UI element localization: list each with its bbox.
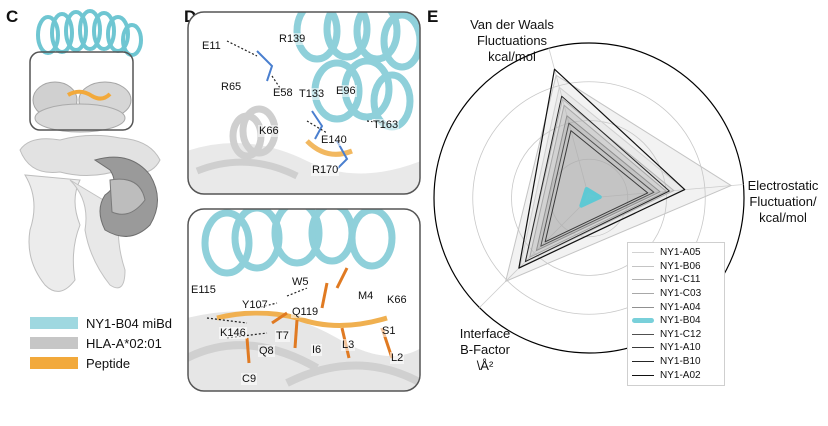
legend-item-mibd: NY1-B04 miBd xyxy=(30,313,172,333)
legend-line xyxy=(632,306,654,308)
legend-entry: NY1-C03 xyxy=(628,287,724,301)
detail-inset-bottom-image xyxy=(187,208,421,392)
residue-label: I6 xyxy=(311,344,323,356)
series-ny1-a10 xyxy=(544,130,649,243)
grid-ring xyxy=(549,158,629,238)
series-ny1-b06 xyxy=(505,74,732,282)
axis-label-line: kcal/mol xyxy=(759,210,807,225)
legend-line xyxy=(632,265,654,267)
legend-entry-label: NY1-C12 xyxy=(660,328,702,340)
axis-label-line: B-Factor xyxy=(460,342,510,357)
series-ny1-c12 xyxy=(540,122,655,247)
legend-entry: NY1-B10 xyxy=(628,355,724,369)
axis-label-line: Electrostatic xyxy=(747,178,819,193)
legend-entry: NY1-C11 xyxy=(628,273,724,287)
axis-label-line: Van der Waals xyxy=(470,17,554,32)
residue-label: T133 xyxy=(298,88,326,100)
residue-label: T7 xyxy=(275,330,290,342)
residue-label: E11 xyxy=(201,40,222,52)
legend-line xyxy=(632,293,654,295)
legend-entry-label: NY1-A04 xyxy=(660,301,701,313)
legend-item-hla: HLA-A*02:01 xyxy=(30,333,172,353)
series-ny1-a02 xyxy=(518,68,686,269)
legend-entry-label: NY1-A10 xyxy=(660,342,701,354)
chart-legend: NY1-A05 NY1-B06 NY1-C11 NY1-C03 NY1-A04 … xyxy=(627,242,725,386)
axis-label-vdw: Van der Waals Fluctuations kcal/mol xyxy=(452,17,572,65)
axis-spoke xyxy=(479,197,590,308)
residue-label: Y107 xyxy=(241,299,269,311)
axis-label-line: Fluctuation/ xyxy=(749,194,817,209)
legend-entry: NY1-B06 xyxy=(628,260,724,274)
legend-entry-label: NY1-C11 xyxy=(660,274,701,286)
axis-label-line: kcal/mol xyxy=(488,49,536,64)
legend-label-mibd: NY1-B04 miBd xyxy=(86,315,172,331)
residue-label: Q8 xyxy=(258,345,275,357)
legend-line xyxy=(632,347,654,349)
legend-line xyxy=(632,374,654,376)
legend-entry: NY1-C12 xyxy=(628,328,724,342)
legend-entry: NY1-A04 xyxy=(628,300,724,314)
axis-label-line: Fluctuations xyxy=(476,33,548,48)
legend-label-peptide: Peptide xyxy=(86,355,131,371)
legend-line xyxy=(632,252,654,254)
legend-entry-label: NY1-B04 xyxy=(660,315,701,327)
residue-label: K66 xyxy=(386,294,408,306)
legend-line xyxy=(632,318,654,324)
legend-line xyxy=(632,279,654,281)
residue-label: E115 xyxy=(190,284,217,296)
axis-label-line: \Å² xyxy=(476,358,494,373)
structure-overview-image xyxy=(19,9,161,292)
residue-label: L2 xyxy=(390,352,405,364)
residue-label: Q119 xyxy=(291,306,320,318)
residue-label: M4 xyxy=(357,290,375,302)
legend-entry: NY1-A05 xyxy=(628,246,724,260)
legend-entry-label: NY1-A05 xyxy=(660,247,701,259)
legend-entry-label: NY1-A02 xyxy=(660,369,701,381)
legend-swatch-hla xyxy=(30,337,78,349)
panel-label-e: E xyxy=(427,7,439,26)
residue-label: K146 xyxy=(219,327,247,339)
legend-entry-label: NY1-C03 xyxy=(660,288,702,300)
residue-label: E140 xyxy=(320,134,348,146)
residue-label: S1 xyxy=(381,325,397,337)
residue-label: C9 xyxy=(241,373,258,385)
axis-label-bfactor: Interface B-Factor \Å² xyxy=(440,326,530,374)
legend-swatch-mibd xyxy=(30,317,78,329)
residue-label: E58 xyxy=(272,87,294,99)
residue-label: L3 xyxy=(341,339,356,351)
residue-label: K66 xyxy=(258,125,280,137)
legend-label-hla: HLA-A*02:01 xyxy=(86,335,162,351)
legend-entry: NY1-A02 xyxy=(628,368,724,382)
legend-swatch-peptide xyxy=(30,357,78,369)
legend-entry-label: NY1-B10 xyxy=(660,356,701,368)
grid-ring xyxy=(433,42,745,354)
legend-entry-label: NY1-B06 xyxy=(660,260,701,272)
residue-label: W5 xyxy=(291,276,310,288)
series-ny1-a04 xyxy=(535,115,661,252)
legend-line xyxy=(632,333,654,335)
residue-label: R139 xyxy=(278,33,307,45)
residue-label: R170 xyxy=(311,164,340,176)
legend-item-peptide: Peptide xyxy=(30,353,172,373)
series-ny1-b04 xyxy=(579,187,602,208)
legend-entry: NY1-A10 xyxy=(628,341,724,355)
axis-label-line: Interface xyxy=(459,326,511,341)
series-ny1-b10 xyxy=(524,95,670,263)
residue-label: T163 xyxy=(372,119,400,131)
axis-label-electrostatic: Electrostatic Fluctuation/ kcal/mol xyxy=(740,178,826,226)
structure-legend: NY1-B04 miBd HLA-A*02:01 Peptide xyxy=(30,313,172,373)
legend-entry: NY1-B04 xyxy=(628,314,724,328)
grid-ring xyxy=(472,81,706,315)
residue-label: E96 xyxy=(335,85,357,97)
panel-label-c: C xyxy=(6,7,19,26)
series-ny1-c11 xyxy=(524,98,675,263)
legend-line xyxy=(632,361,654,363)
residue-label: R65 xyxy=(220,81,243,93)
